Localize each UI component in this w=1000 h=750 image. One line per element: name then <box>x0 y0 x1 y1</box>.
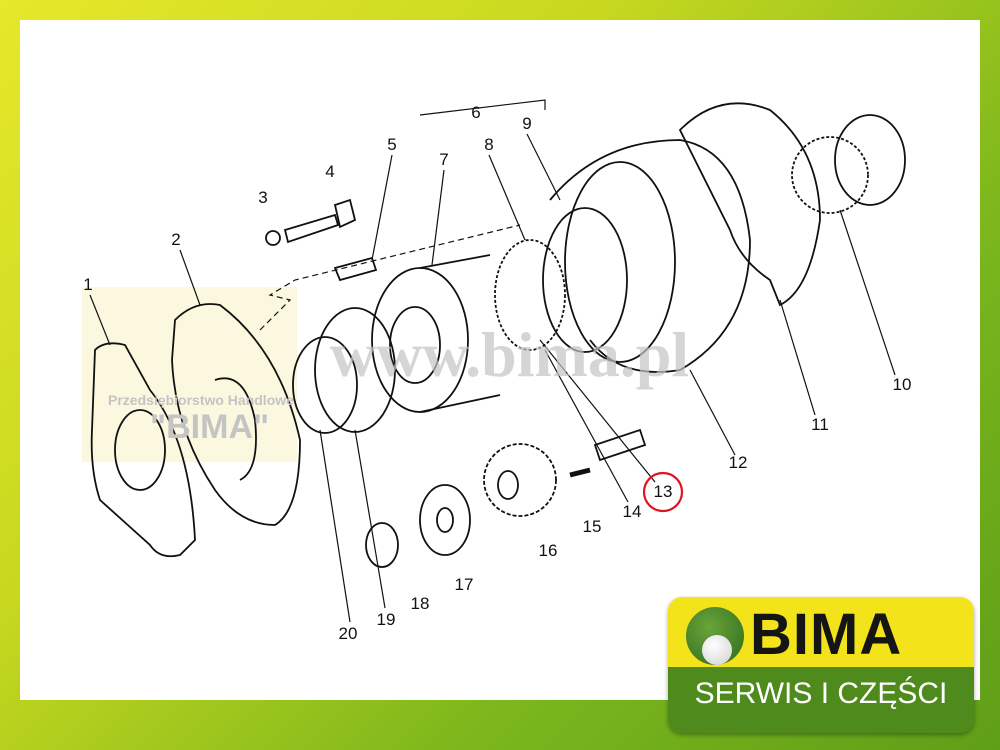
part-1-hole <box>114 409 166 491</box>
callout-5: 5 <box>387 135 397 154</box>
part-17-washer <box>419 484 471 556</box>
callout-4: 4 <box>325 162 335 181</box>
part-2-gasket <box>171 303 301 526</box>
callout-3: 3 <box>258 188 268 207</box>
part-14-shaft <box>593 428 647 462</box>
callout-12: 12 <box>728 453 748 472</box>
callout-11: 11 <box>811 415 829 434</box>
callout-19: 19 <box>376 610 396 629</box>
watermark-company-name: "BIMA" <box>150 408 270 446</box>
part-18-seal <box>365 522 399 568</box>
part-4-bolt <box>283 213 340 244</box>
callout-13: 13 <box>653 482 673 501</box>
callout-14: 14 <box>622 502 642 521</box>
callout-2: 2 <box>171 230 181 249</box>
logo-small-ball-icon <box>702 635 732 665</box>
part-5-pin <box>333 256 378 282</box>
logo-green-band <box>668 667 974 733</box>
part-10-gear <box>791 136 869 214</box>
callout-18: 18 <box>410 594 430 613</box>
logo-tagline: SERWIS I CZĘŚCI <box>694 677 948 710</box>
part-12-housing <box>549 139 751 373</box>
watermark-url: www.bima.pl <box>330 319 690 390</box>
callout-15: 15 <box>582 517 602 536</box>
watermark-company-line: Przedsiębiorstwo Handlowe <box>108 392 294 408</box>
part-20-ring <box>292 336 358 434</box>
part-9-ring-gear <box>542 207 628 353</box>
callout-9: 9 <box>522 114 532 133</box>
callout-1: 1 <box>83 275 93 294</box>
callout-10: 10 <box>892 375 912 394</box>
part-11-plate <box>678 102 821 307</box>
callout-20: 20 <box>338 624 358 643</box>
part-1-plate <box>90 342 196 558</box>
callout-16: 16 <box>538 541 558 560</box>
part-3-washer <box>265 230 281 246</box>
part-16-gear <box>483 443 557 517</box>
highlight-circle-13 <box>642 471 684 513</box>
leader-lines <box>89 99 896 623</box>
callout-7: 7 <box>439 150 449 169</box>
part-15-pin <box>569 467 591 478</box>
logo-brand: BIMA <box>750 602 903 667</box>
callout-6: 6 <box>471 103 481 122</box>
bima-logo: BIMA SERWIS I CZĘŚCI <box>668 597 974 733</box>
callout-8: 8 <box>484 135 494 154</box>
callout-17: 17 <box>454 575 474 594</box>
part-8-gear <box>494 239 566 351</box>
